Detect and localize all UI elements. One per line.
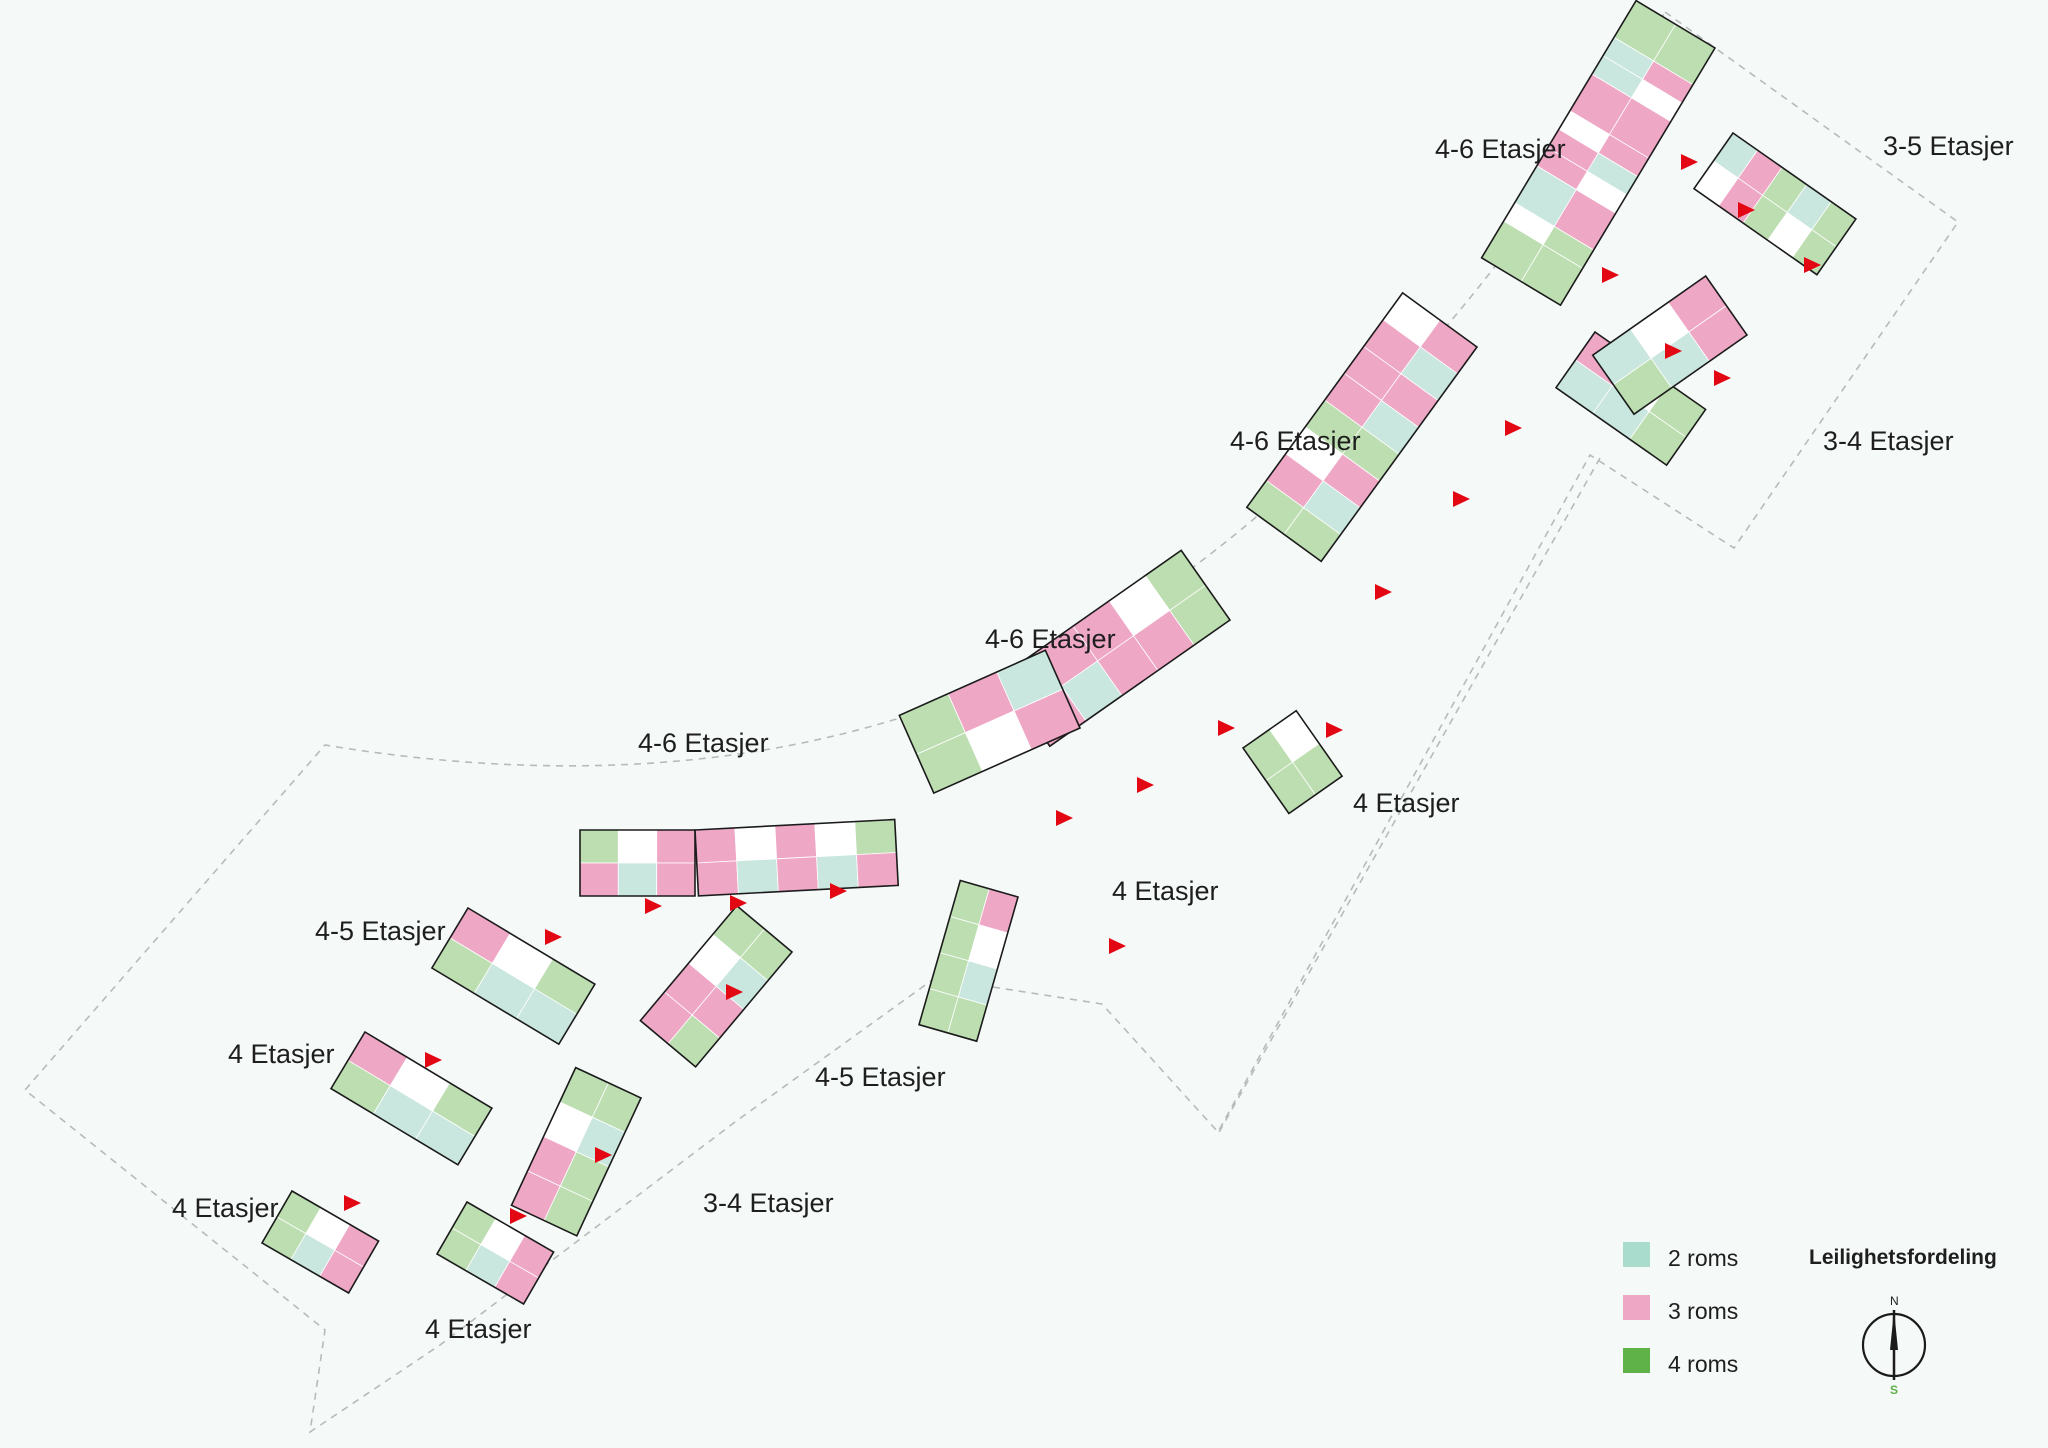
building-south-west — [435, 1200, 555, 1306]
building-outline — [430, 906, 596, 1046]
entrance-marker — [726, 984, 743, 1000]
entrance-marker — [1056, 810, 1073, 826]
building-outline — [435, 1200, 555, 1306]
legend-swatch-3-roms — [1623, 1295, 1650, 1320]
apartment-cell — [579, 862, 619, 897]
entrances — [344, 154, 1821, 1224]
label-block-middle-1: 4-5 Etasjer — [815, 1062, 946, 1092]
label-block-west-2: 4 Etasjer — [228, 1039, 335, 1069]
legend-label-3-roms: 3 roms — [1668, 1298, 1738, 1324]
apartment-cell — [579, 829, 619, 864]
label-block-north-east: 3-5 Etasjer — [1883, 131, 2014, 161]
apartment-cell — [736, 858, 779, 895]
label-block-west-3: 4 Etasjer — [172, 1193, 279, 1223]
building-west-1 — [430, 906, 596, 1046]
label-block-small-center: 4 Etasjer — [1353, 788, 1460, 818]
legend-label-2-roms: 2 roms — [1668, 1245, 1738, 1271]
legend-label-4-roms: 4 roms — [1668, 1351, 1738, 1377]
compass-icon: N S — [1861, 1294, 1927, 1397]
entrance-marker — [344, 1195, 361, 1211]
entrance-marker — [1375, 584, 1392, 600]
buildings — [260, 0, 1858, 1306]
entrance-marker — [1665, 343, 1682, 359]
label-block-north-1: 4-6 Etasjer — [1435, 134, 1566, 164]
apartment-cell — [814, 821, 857, 858]
building-outline — [510, 1066, 643, 1237]
apartment-cell — [656, 829, 696, 864]
building-small-center — [1241, 709, 1344, 815]
entrance-marker — [830, 883, 847, 899]
label-block-south-center: 4 Etasjer — [1112, 876, 1219, 906]
label-block-center-2: 4-6 Etasjer — [638, 728, 769, 758]
apartment-cell — [617, 862, 658, 897]
building-outline — [329, 1030, 493, 1166]
building-outline — [579, 829, 696, 897]
apartment-cell — [694, 827, 738, 864]
apartment-cell — [856, 852, 899, 888]
entrance-marker — [1326, 722, 1343, 738]
apartment-cell — [656, 862, 696, 897]
entrance-marker — [510, 1208, 527, 1224]
entrance-marker — [1602, 267, 1619, 283]
legend-title: Leilighetsfordeling — [1809, 1246, 1997, 1269]
building-east-wing-b — [1591, 274, 1749, 416]
compass-south-letter: S — [1890, 1383, 1898, 1397]
apartment-cell — [734, 825, 778, 862]
building-outline — [1245, 291, 1479, 563]
entrance-marker — [1137, 777, 1154, 793]
entrance-marker — [1218, 720, 1235, 736]
building-outline — [639, 904, 794, 1069]
compass-north-letter: N — [1890, 1294, 1899, 1308]
entrance-marker — [1738, 202, 1755, 218]
apartment-cell — [776, 856, 819, 893]
building-north-east — [1692, 131, 1858, 276]
building-outline — [1480, 0, 1717, 307]
building-outline — [898, 649, 1082, 795]
entrance-marker — [730, 895, 747, 911]
legend-swatch-2-roms — [1623, 1242, 1650, 1267]
entrance-marker — [645, 898, 662, 914]
building-middle-1 — [639, 904, 794, 1069]
entrance-marker — [1804, 257, 1821, 273]
label-block-center-1: 4-6 Etasjer — [985, 624, 1116, 654]
building-north-middle — [1245, 291, 1479, 563]
apartment-cell — [696, 860, 739, 897]
label-block-north-2: 4-6 Etasjer — [1230, 426, 1361, 456]
apartment-cell — [617, 829, 658, 864]
entrance-marker — [1714, 370, 1731, 386]
building-outline — [918, 879, 1019, 1043]
label-block-west-1: 4-5 Etasjer — [315, 916, 446, 946]
apartment-cell — [816, 854, 859, 891]
legend-swatch-4-roms — [1623, 1348, 1650, 1373]
entrance-marker — [1109, 938, 1126, 954]
building-middle-2 — [510, 1066, 643, 1237]
building-outline — [1591, 274, 1749, 416]
entrance-marker — [1453, 491, 1470, 507]
entrance-marker — [595, 1147, 612, 1163]
building-outline — [1692, 131, 1858, 276]
legend: Leilighetsfordeling 2 roms 3 roms 4 roms — [1623, 1242, 1997, 1377]
entrance-marker — [545, 929, 562, 945]
building-west-2 — [329, 1030, 493, 1166]
building-north-long — [1480, 0, 1717, 307]
entrance-marker — [1681, 154, 1698, 170]
apartment-cell — [854, 819, 897, 856]
building-outline — [1241, 709, 1344, 815]
label-block-south-west: 4 Etasjer — [425, 1314, 532, 1344]
compass-needle-tip — [1890, 1310, 1898, 1350]
building-west-3 — [260, 1189, 380, 1295]
building-south-center — [918, 879, 1019, 1043]
label-block-middle-2: 3-4 Etasjer — [703, 1188, 834, 1218]
building-outline — [260, 1189, 380, 1295]
label-block-east-l: 3-4 Etasjer — [1823, 426, 1954, 456]
building-center-2a — [579, 829, 696, 897]
entrance-marker — [1505, 420, 1522, 436]
floor-labels: 4-6 Etasjer 3-5 Etasjer 4-6 Etasjer 3-4 … — [172, 131, 2014, 1344]
entrance-marker — [425, 1052, 442, 1068]
building-center-2b — [694, 818, 900, 897]
building-outline — [694, 818, 900, 897]
apartment-cell — [774, 823, 818, 860]
building-center-1b — [898, 649, 1082, 795]
